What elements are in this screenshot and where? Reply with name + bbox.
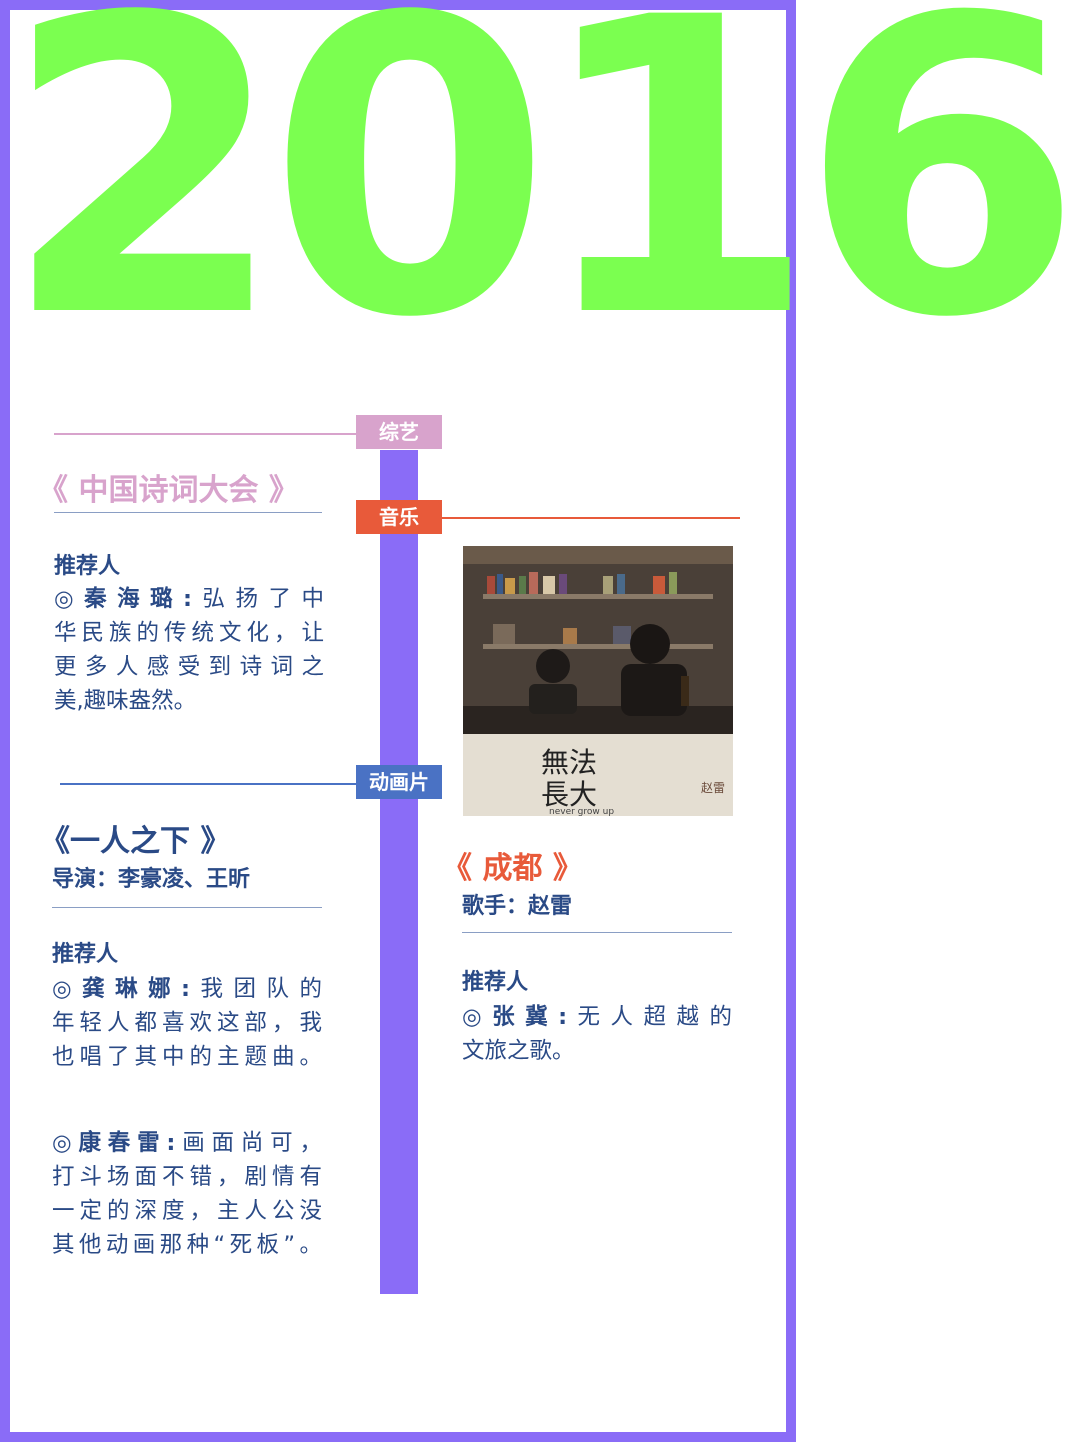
animation-title: 《一人之下 》: [40, 824, 231, 859]
music-singer: 歌手：赵雷: [462, 894, 573, 919]
music-rec-line: ◎张冀:无人超越的: [462, 1004, 732, 1030]
animation-rec-line: 年轻人都喜欢这部，我: [52, 1010, 322, 1036]
tag-variety: 综艺: [356, 415, 442, 449]
variety-separator: [54, 512, 322, 513]
animation-rec-line: ◎龚琳娜:我团队的: [52, 976, 322, 1002]
animation-rec-line: 也唱了其中的主题曲。: [52, 1044, 322, 1070]
animation-rec-line: ◎康春雷:画面尚可，: [52, 1130, 322, 1156]
cover-subtitle: never grow up: [549, 807, 614, 817]
music-recommendation: ◎张冀:无人超越的 文旅之歌。: [462, 1000, 732, 1068]
variety-recommender-heading: 推荐人: [54, 554, 121, 579]
music-recommender-heading: 推荐人: [462, 970, 529, 995]
tag-animation: 动画片: [356, 765, 442, 799]
animation-recommender-heading: 推荐人: [52, 942, 119, 967]
variety-rec-line: ◎秦海璐:弘扬了中: [54, 586, 324, 612]
tag-music: 音乐: [356, 500, 442, 534]
animation-separator: [52, 907, 322, 908]
timeline-spine: [380, 450, 418, 1294]
recommender-name: ◎康春雷:: [52, 1130, 176, 1156]
cover-title-line2: 長大: [541, 778, 597, 811]
animation-line: [60, 783, 364, 785]
variety-recommendation: ◎秦海璐:弘扬了中 华民族的传统文化，让 更多人感受到诗词之 美,趣味盎然。: [54, 582, 324, 718]
variety-rec-line: 美,趣味盎然。: [54, 688, 197, 714]
animation-director: 导演：李豪凌、王昕: [52, 867, 251, 892]
music-separator: [462, 932, 732, 933]
animation-rec-line: 一定的深度，主人公没: [52, 1198, 322, 1224]
music-rec-line: 文旅之歌。: [462, 1038, 575, 1064]
year-heading: 2016: [2, 0, 1066, 407]
recommender-name: ◎龚琳娜:: [52, 976, 191, 1002]
animation-recommendation-2: ◎康春雷:画面尚可， 打斗场面不错，剧情有 一定的深度，主人公没 其他动画那种“…: [52, 1126, 322, 1262]
cover-artist: 赵雷: [701, 781, 725, 795]
recommender-name: ◎秦海璐:: [54, 586, 193, 612]
cover-title-line1: 無法: [541, 746, 597, 779]
music-title: 《 成都 》: [442, 851, 583, 886]
variety-rec-line: 更多人感受到诗词之: [54, 654, 324, 680]
animation-recommendation-1: ◎龚琳娜:我团队的 年轻人都喜欢这部，我 也唱了其中的主题曲。: [52, 972, 322, 1074]
variety-rec-line: 华民族的传统文化，让: [54, 620, 324, 646]
album-cover-art: 無法 長大 never grow up 赵雷: [463, 546, 733, 817]
album-cover: 無法 長大 never grow up 赵雷: [463, 546, 733, 817]
music-line: [430, 517, 740, 519]
animation-rec-line: 打斗场面不错，剧情有: [52, 1164, 322, 1190]
animation-rec-line: 其他动画那种“死板”。: [52, 1232, 322, 1258]
variety-title: 《 中国诗词大会 》: [38, 473, 299, 508]
variety-line: [54, 433, 364, 435]
recommender-name: ◎张冀:: [462, 1004, 568, 1030]
